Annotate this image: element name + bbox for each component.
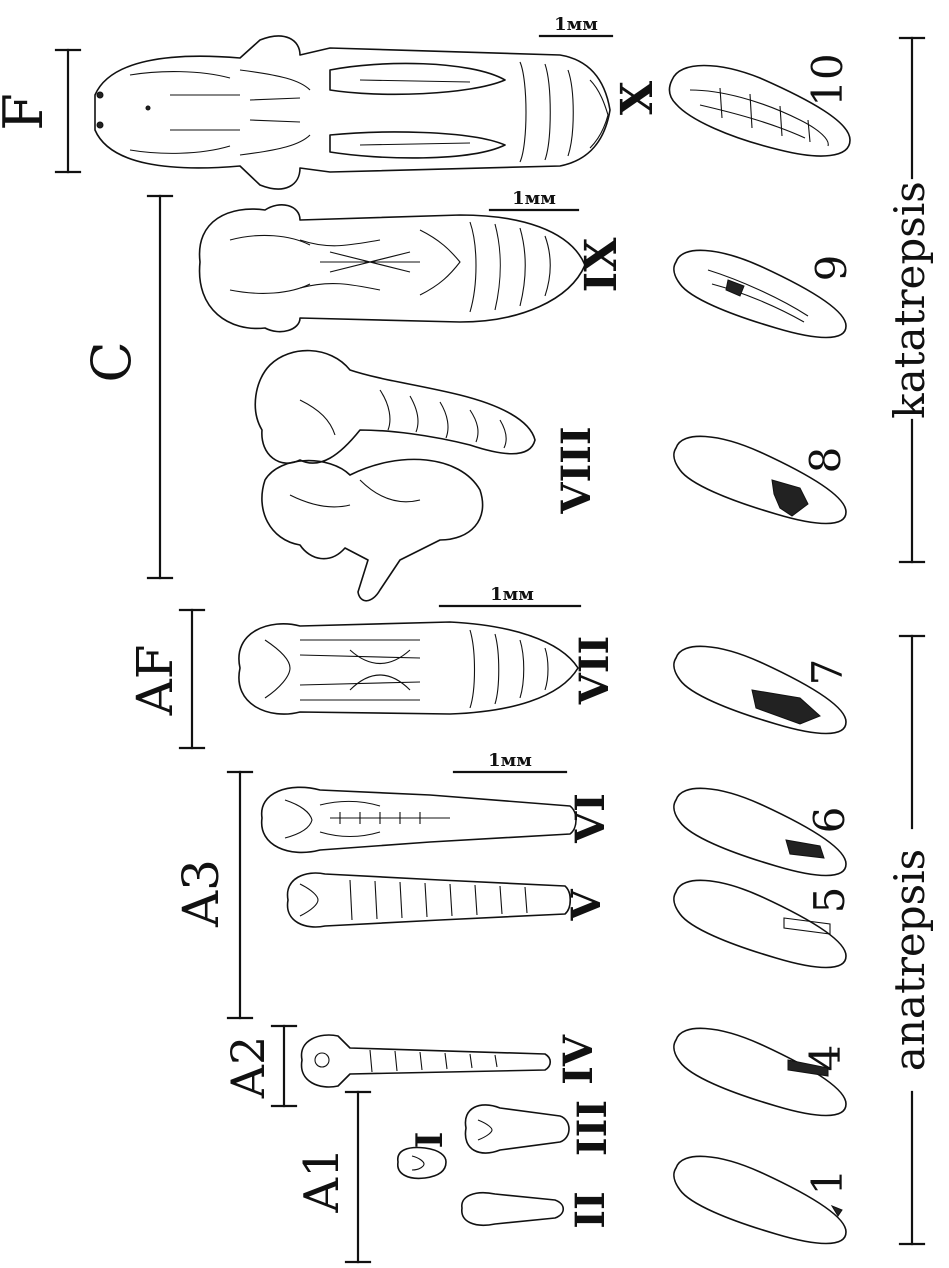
stage-label-vii: VII	[571, 636, 618, 705]
scale-label-stage-ix: 1мм	[512, 188, 556, 209]
scale-bar-stage-vii: 1мм	[440, 584, 580, 606]
group-bracket-c	[148, 196, 172, 578]
scale-bar-stage-ix: 1мм	[490, 188, 578, 210]
scale-bar-stage-vi: 1мм	[454, 750, 566, 772]
egg-number-10: 10	[803, 53, 852, 106]
scale-label-stage-vi: 1мм	[488, 750, 532, 771]
egg-number-8: 8	[801, 447, 850, 474]
egg-number-5: 5	[805, 887, 854, 914]
embryo-drawing-stage-i	[398, 1148, 446, 1179]
egg-number-1: 1	[803, 1169, 852, 1196]
egg-number-9: 9	[807, 255, 856, 282]
stage-label-viii: VIII	[553, 426, 600, 514]
stage-label-ii: II	[567, 1191, 614, 1228]
stage-label-iii: III	[569, 1100, 616, 1156]
group-label-a2: A2	[221, 1036, 275, 1100]
group-bracket-a2	[272, 1026, 296, 1106]
group-label-a3: A3	[172, 859, 230, 928]
stage-label-i: I	[409, 1132, 451, 1149]
group-bracket-f	[56, 50, 80, 172]
group-label-f: F	[0, 93, 55, 130]
egg-number-7: 7	[803, 659, 852, 686]
embryo-drawing-stage-viii	[255, 351, 535, 601]
stage-label-ix: IX	[576, 237, 627, 293]
group-label-c: C	[80, 341, 143, 382]
stage-label-x: X	[612, 80, 663, 115]
stage-label-v: V	[563, 889, 610, 922]
embryo-drawing-stage-iii	[465, 1105, 569, 1153]
egg-number-6: 6	[805, 807, 854, 834]
egg-number-4: 4	[801, 1045, 850, 1072]
embryo-drawing-stage-ix	[200, 205, 585, 332]
embryo-drawing-stage-ii	[462, 1193, 563, 1225]
group-label-af: AF	[126, 645, 184, 717]
phase-label-anatrepsis: anatrepsis	[885, 849, 934, 1071]
embryo-drawing-stage-vi	[262, 787, 576, 852]
scale-bar-stage-x: 1мм	[540, 14, 612, 36]
phase-label-katatrepsis: katatrepsis	[885, 181, 934, 419]
stage-label-iv: IV	[555, 1034, 602, 1085]
stage-label-vi: VI	[567, 793, 614, 844]
embryo-drawing-stage-x	[95, 36, 610, 189]
embryo-drawing-stage-v	[288, 873, 571, 927]
scale-label-stage-vii: 1мм	[490, 584, 534, 605]
embryo-drawing-stage-vii	[239, 622, 578, 714]
embryo-drawing-stage-iv	[302, 1035, 551, 1087]
group-label-a1: A1	[294, 1147, 350, 1213]
scale-label-stage-x: 1мм	[554, 14, 598, 35]
group-bracket-a3	[228, 772, 252, 1018]
